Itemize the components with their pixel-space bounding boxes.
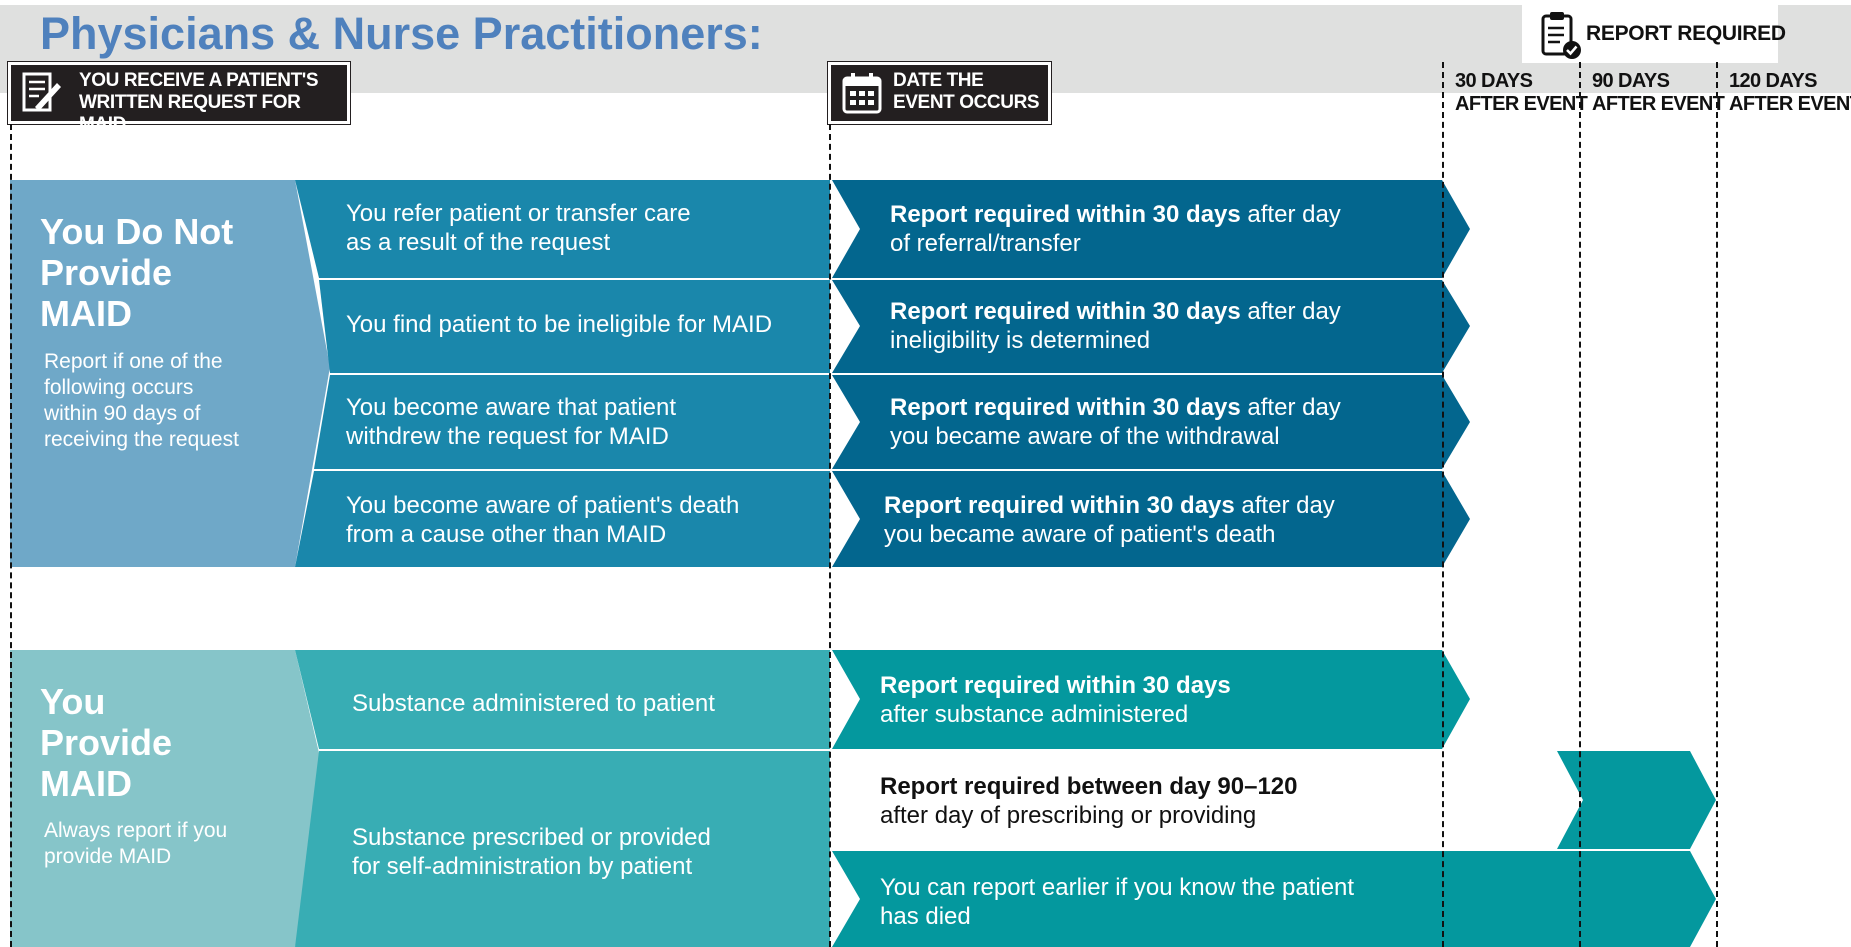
p-note-line2: provide MAID bbox=[44, 845, 172, 868]
p-req-early bbox=[832, 851, 1716, 947]
p-req-1-text: Report required within 30 days after sub… bbox=[880, 671, 1231, 729]
p-cause-1-text: Substance administered to patient bbox=[352, 690, 715, 717]
np-cause-3 bbox=[314, 375, 830, 469]
np-cause-1 bbox=[295, 180, 830, 278]
receive-header-line1: YOU RECEIVE A PATIENT'S bbox=[79, 70, 319, 91]
np-cause-2-text: You find patient to be ineligible for MA… bbox=[346, 310, 772, 339]
event-header-line1: DATE THE bbox=[893, 70, 984, 91]
receive-header-line2: WRITTEN REQUEST FOR MAID bbox=[79, 92, 301, 135]
np-cause-1-line1: You refer patient or transfer care bbox=[346, 200, 691, 227]
p-req-window-90-120 bbox=[1557, 751, 1716, 849]
p-early-line2: has died bbox=[880, 903, 971, 930]
provide-note: Always report if you provide MAID bbox=[44, 818, 227, 870]
np-req-2-text: Report required within 30 days after day… bbox=[890, 297, 1341, 355]
np-req-2-rest: after day bbox=[1240, 298, 1341, 325]
np-cause-4-line1: You become aware of patient's death bbox=[346, 492, 740, 519]
days-120-header: 120 DAYS AFTER EVENT bbox=[1729, 70, 1851, 116]
np-req-4-line2: you became aware of patient's death bbox=[884, 521, 1276, 548]
not-provide-heading: You Do Not Provide MAID bbox=[40, 211, 233, 334]
np-heading-line1: You Do Not bbox=[40, 211, 234, 252]
np-cause-3-text: You become aware that patient withdrew t… bbox=[346, 393, 676, 451]
np-req-1-line2: of referral/transfer bbox=[890, 230, 1081, 257]
receive-request-header: YOU RECEIVE A PATIENT'S WRITTEN REQUEST … bbox=[7, 61, 351, 135]
np-req-1-rest: after day bbox=[1240, 201, 1341, 228]
np-req-4 bbox=[832, 471, 1470, 567]
p-req-1 bbox=[832, 650, 1470, 749]
days-30-header: 30 DAYS AFTER EVENT bbox=[1455, 70, 1588, 116]
timeline-receive-line bbox=[10, 124, 12, 947]
np-req-3 bbox=[832, 375, 1470, 469]
report-required-label: REPORT REQUIRED bbox=[1586, 22, 1786, 45]
written-request-icon bbox=[22, 72, 61, 112]
np-req-1 bbox=[832, 180, 1470, 278]
timeline-90-line bbox=[1579, 62, 1581, 947]
np-req-3-bold: Report required within 30 days bbox=[890, 394, 1241, 421]
p-req-early-text: You can report earlier if you know the p… bbox=[880, 873, 1354, 931]
np-note-line4: receiving the request bbox=[44, 428, 239, 451]
np-cause-4 bbox=[295, 471, 830, 567]
np-req-3-rest: after day bbox=[1240, 394, 1341, 421]
p-req-2-bold: Report required between day 90–120 bbox=[880, 773, 1298, 800]
provide-heading: You Provide MAID bbox=[40, 681, 172, 804]
p-req-2-line2: after day of prescribing or providing bbox=[880, 802, 1257, 829]
p-cause-2-line2: for self-administration by patient bbox=[352, 853, 693, 880]
np-req-1-bold: Report required within 30 days bbox=[890, 201, 1241, 228]
provide-left-panel bbox=[10, 650, 330, 947]
np-req-3-line2: you became aware of the withdrawal bbox=[890, 423, 1280, 450]
np-note-line1: Report if one of the bbox=[44, 350, 223, 373]
calendar-icon bbox=[842, 73, 882, 114]
p-cause-2 bbox=[295, 751, 830, 947]
np-req-3-text: Report required within 30 days after day… bbox=[890, 393, 1341, 451]
np-cause-1-text: You refer patient or transfer care as a … bbox=[346, 199, 691, 257]
not-provide-note: Report if one of the following occurs wi… bbox=[44, 349, 239, 453]
np-cause-1-line2: as a result of the request bbox=[346, 229, 611, 256]
page-title: Physicians & Nurse Practitioners: bbox=[40, 8, 763, 59]
timeline-30-line bbox=[1442, 62, 1444, 947]
np-cause-4-line2: from a cause other than MAID bbox=[346, 521, 667, 548]
p-heading-line1: You bbox=[40, 681, 106, 722]
p-req-1-bold: Report required within 30 days bbox=[880, 672, 1231, 699]
p-cause-2-line1: Substance prescribed or provided bbox=[352, 824, 711, 851]
p-req-1-line2: after substance administered bbox=[880, 701, 1189, 728]
np-req-2 bbox=[832, 280, 1470, 373]
np-heading-line3: MAID bbox=[40, 293, 132, 334]
timeline-120-line bbox=[1716, 62, 1718, 947]
timeline-event-line bbox=[829, 124, 831, 947]
np-req-4-rest: after day bbox=[1234, 492, 1335, 519]
np-cause-4-text: You become aware of patient's death from… bbox=[346, 491, 739, 549]
p-heading-line2: Provide bbox=[40, 722, 173, 763]
np-req-1-text: Report required within 30 days after day… bbox=[890, 200, 1341, 258]
np-heading-line2: Provide bbox=[40, 252, 173, 293]
days-30-line2: AFTER EVENT bbox=[1455, 93, 1588, 115]
event-date-header: DATE THE EVENT OCCURS bbox=[827, 61, 1052, 125]
not-provide-left-panel bbox=[10, 180, 330, 567]
np-cause-3-line1: You become aware that patient bbox=[346, 394, 677, 421]
np-note-line2: following occurs bbox=[44, 376, 194, 399]
np-cause-2-line1: You find patient to be ineligible for MA… bbox=[346, 311, 773, 338]
np-req-2-line2: ineligibility is determined bbox=[890, 327, 1151, 354]
np-req-4-text: Report required within 30 days after day… bbox=[884, 491, 1335, 549]
p-early-line1: You can report earlier if you know the p… bbox=[880, 874, 1355, 901]
days-30-line1: 30 DAYS bbox=[1455, 70, 1533, 92]
event-header-line2: EVENT OCCURS bbox=[893, 92, 1040, 113]
clipboard-check-icon bbox=[1541, 12, 1581, 59]
p-note-line1: Always report if you bbox=[44, 819, 228, 842]
np-req-4-bold: Report required within 30 days bbox=[884, 492, 1235, 519]
days-90-line1: 90 DAYS bbox=[1592, 70, 1670, 92]
days-90-line2: AFTER EVENT bbox=[1592, 93, 1725, 115]
np-note-line3: within 90 days of bbox=[44, 402, 201, 425]
days-120-line2: AFTER EVENT bbox=[1729, 93, 1851, 115]
p-heading-line3: MAID bbox=[40, 763, 132, 804]
p-req-2-text: Report required between day 90–120 after… bbox=[880, 772, 1298, 830]
np-req-2-bold: Report required within 30 days bbox=[890, 298, 1241, 325]
np-cause-3-line2: withdrew the request for MAID bbox=[346, 423, 669, 450]
p-cause-2-text: Substance prescribed or provided for sel… bbox=[352, 823, 711, 881]
np-cause-2 bbox=[319, 280, 830, 373]
days-120-line1: 120 DAYS bbox=[1729, 70, 1817, 92]
days-90-header: 90 DAYS AFTER EVENT bbox=[1592, 70, 1725, 116]
p-cause-1 bbox=[295, 650, 830, 749]
